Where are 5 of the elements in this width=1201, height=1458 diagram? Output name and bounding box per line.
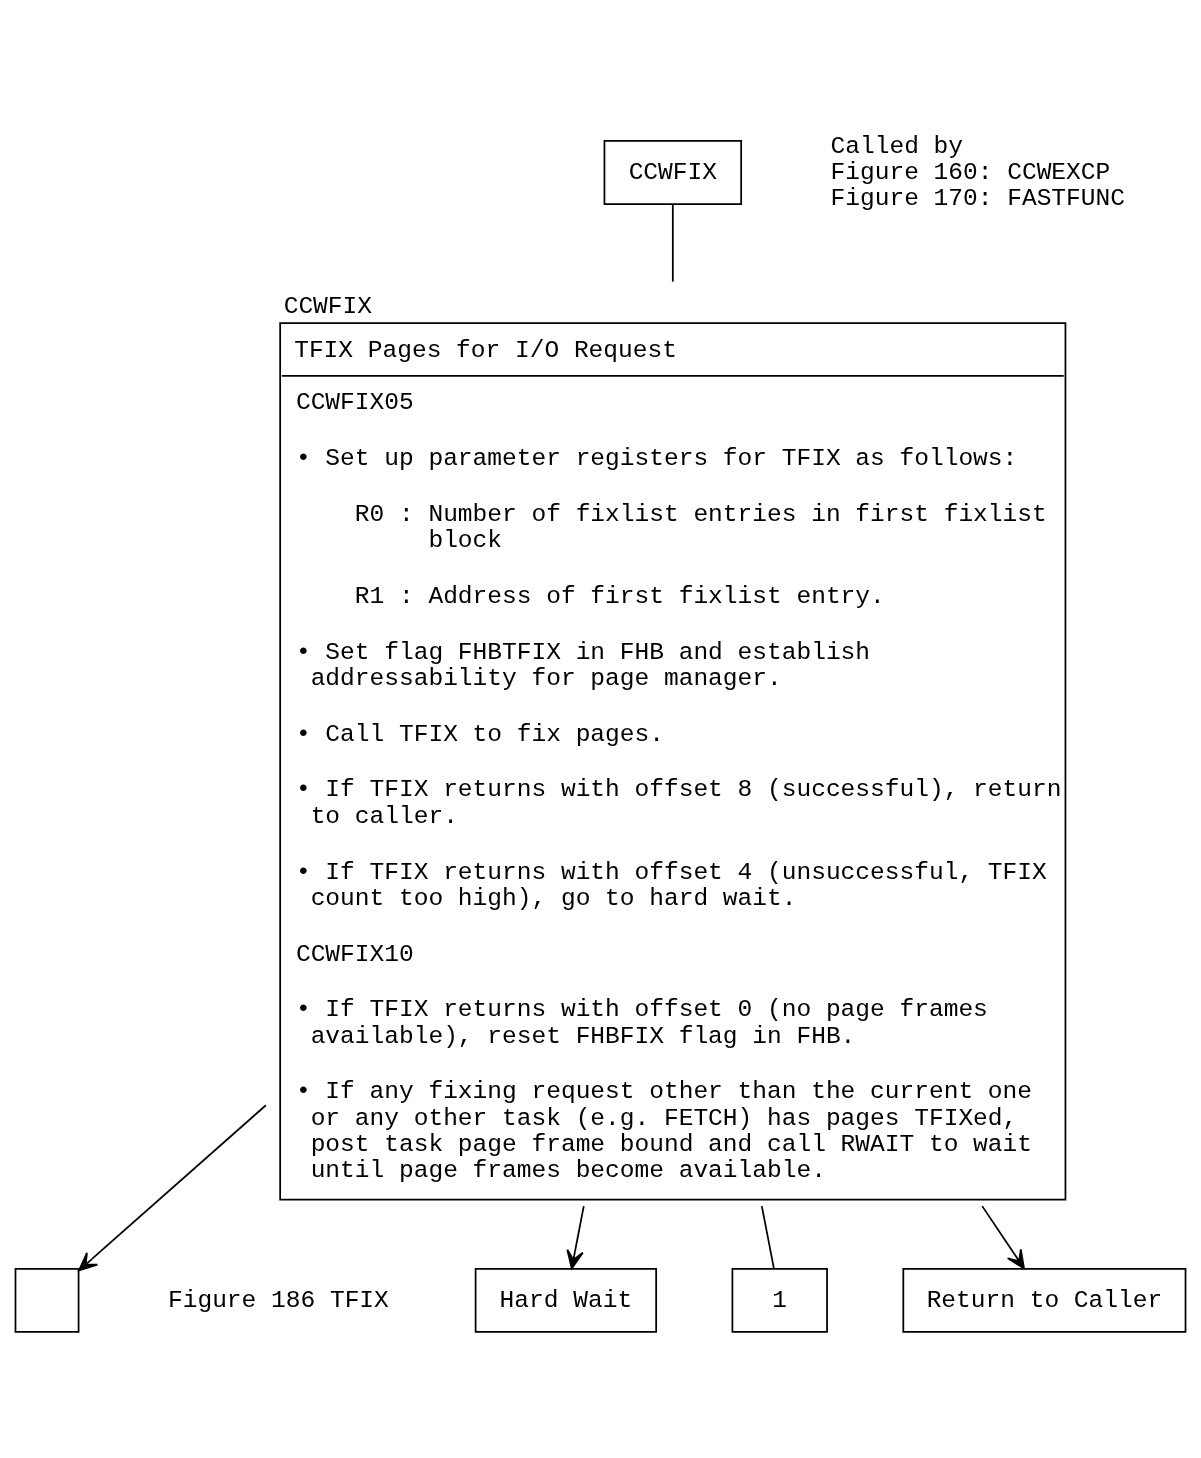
- node-label: Figure 170: FASTFUNC: [830, 185, 1125, 213]
- node-label: Called by: [830, 132, 964, 160]
- node-label: CCWFIX: [283, 293, 372, 321]
- node-label: Figure 160: CCWEXCP: [830, 158, 1111, 186]
- node-label: Figure 186 TFIX: [167, 1286, 389, 1314]
